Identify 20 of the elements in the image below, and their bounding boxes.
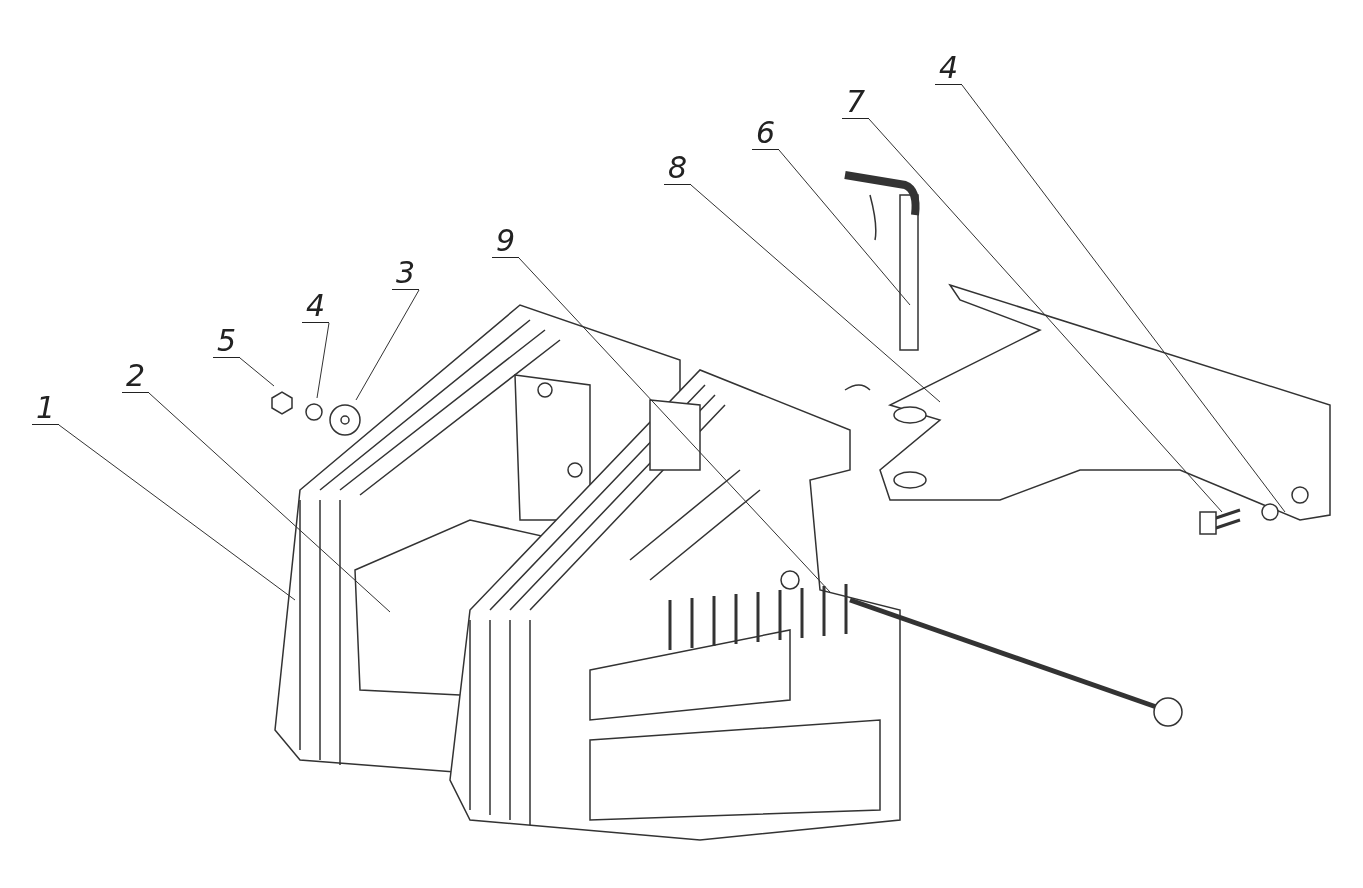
- leader-line: [355, 289, 420, 401]
- callout-number: 2: [122, 360, 150, 393]
- callout-number: 1: [32, 392, 60, 425]
- leader-line: [961, 84, 1286, 513]
- leader-line: [778, 149, 911, 306]
- callout-number: 6: [752, 117, 780, 150]
- leader-line: [239, 357, 275, 387]
- leader-line: [58, 424, 296, 601]
- callout-number: 4: [302, 290, 330, 323]
- callout-number: 7: [842, 86, 870, 119]
- leader-line: [868, 118, 1223, 513]
- callout-number: 9: [492, 225, 520, 258]
- callout-number: 4: [935, 52, 963, 85]
- leader-line: [316, 322, 330, 399]
- leader-line: [148, 392, 391, 613]
- callout-number: 5: [213, 325, 241, 358]
- leader-line: [690, 184, 941, 403]
- callout-number: 8: [664, 152, 692, 185]
- callout-number: 3: [392, 257, 420, 290]
- leader-line: [518, 257, 831, 593]
